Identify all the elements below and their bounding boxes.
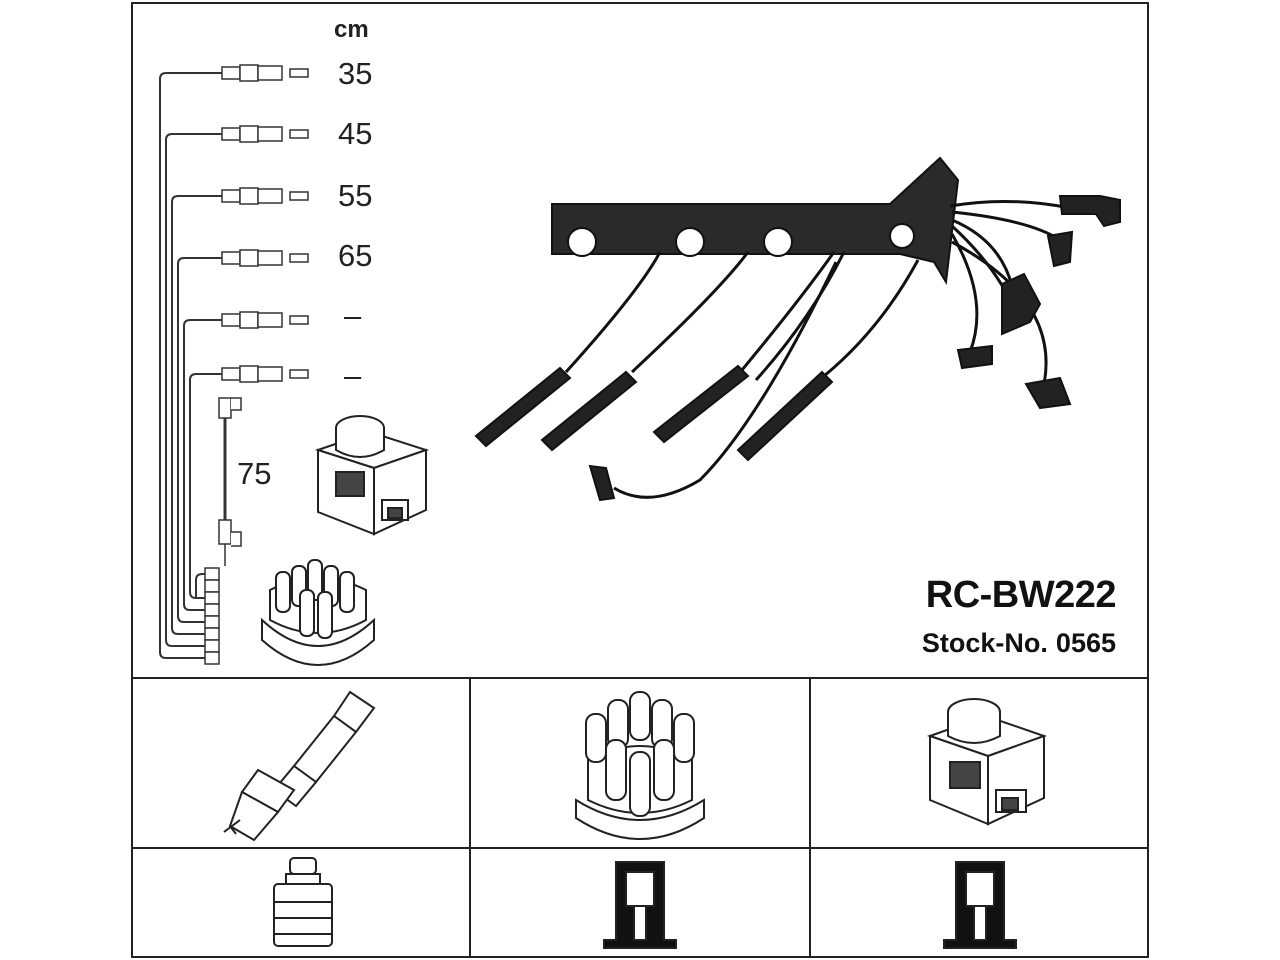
ignition-coil-small [314, 415, 430, 536]
plug-terminal-icon [273, 857, 333, 947]
cable-rail [551, 156, 960, 286]
connector-55 [221, 187, 309, 205]
plug-boots [474, 195, 1121, 502]
lead-length-2: 45 [338, 116, 373, 151]
connector-65 [221, 249, 309, 267]
harness-illustration [474, 156, 1121, 502]
lead-length-6: – [344, 358, 362, 393]
lead-length-3: 55 [338, 178, 373, 213]
model-number: RC-BW222 [925, 574, 1117, 616]
stock-number-line: Stock-No.0565 [922, 628, 1116, 659]
lead-length-1: 35 [338, 56, 373, 91]
coil-lead-length: 75 [237, 456, 272, 491]
stock-number: 0565 [1055, 628, 1116, 658]
coil-terminal-icon [943, 861, 1017, 949]
lead-length-5: – [344, 298, 362, 333]
lead-connectors [204, 64, 309, 665]
ignition-cables [564, 199, 1071, 499]
connector-35 [221, 64, 309, 82]
lead-schematic [159, 72, 222, 659]
connector-5 [221, 311, 309, 329]
frame [131, 2, 1149, 958]
length-unit-label: cm [334, 16, 369, 43]
connector-6 [221, 365, 309, 383]
spark-plug-illustration [223, 690, 376, 842]
stock-label: Stock-No. [921, 628, 1048, 658]
connector-45 [221, 125, 309, 143]
cap-terminal-icon [603, 861, 677, 949]
distributor-cap-small [261, 559, 375, 666]
lead-length-4: 65 [338, 238, 373, 273]
distributor-cap-illustration [575, 691, 705, 840]
coil-lead-schematic [218, 397, 242, 566]
ignition-coil-illustration [926, 698, 1048, 826]
